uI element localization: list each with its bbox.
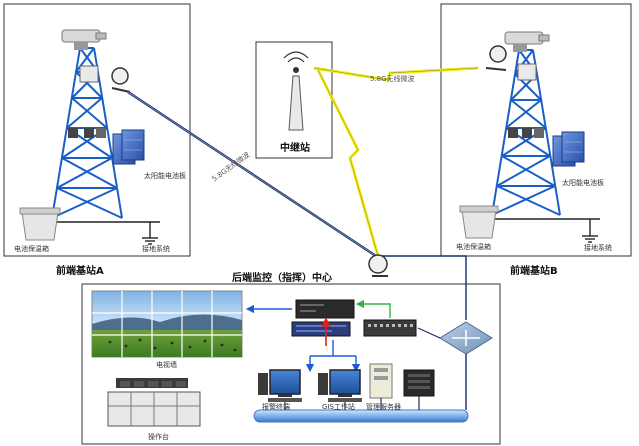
alarm-workstation-icon <box>258 369 302 402</box>
site-a-frame <box>3 3 191 257</box>
relay-title: 中继站 <box>280 143 310 154</box>
video-wall-label: 电视墙 <box>156 361 177 369</box>
battery-a-label: 电池保温箱 <box>14 245 49 253</box>
center-title: 后端监控（指挥）中心 <box>232 273 332 284</box>
center-frame <box>81 283 501 445</box>
site-b-title: 前端基站B <box>510 266 558 277</box>
ground-line-b <box>478 218 600 243</box>
ground-line-a <box>40 221 160 245</box>
ground-a-label: 接地系统 <box>142 245 170 253</box>
solar-b-label: 太阳能电池板 <box>562 179 604 187</box>
battery-box-b-icon <box>459 205 499 239</box>
alarm-ws-label: 报警终端 <box>262 403 290 411</box>
gis-ws-label: GIS工作站 <box>322 403 355 411</box>
storage-device-icon <box>291 321 351 337</box>
tower-b-equipment <box>485 31 550 138</box>
battery-b-label: 电池保温箱 <box>456 243 491 251</box>
mgmt-server-label: 管理服务器 <box>366 403 401 411</box>
tower-b-dish-icon <box>489 45 507 63</box>
network-switch-icon <box>439 321 493 355</box>
lan-bus <box>253 354 469 423</box>
site-b-frame <box>440 3 632 257</box>
console-label: 操作台 <box>148 433 169 441</box>
center-dish-icon <box>368 254 388 277</box>
ground-b-label: 接地系统 <box>584 244 612 252</box>
relay-antenna-icon <box>283 51 309 131</box>
solar-panel-a-icon <box>112 129 145 165</box>
tower-a-dish-icon <box>111 67 129 85</box>
microwave-label-top: 5.8G无线微波 <box>370 75 415 83</box>
decoder-device-icon <box>295 299 355 319</box>
site-a-title: 前端基站A <box>56 266 104 277</box>
battery-box-a-icon <box>19 207 61 241</box>
management-server-icon <box>369 363 435 399</box>
solar-panel-b-icon <box>552 131 585 167</box>
arrow-green <box>355 299 391 318</box>
tower-a-equipment <box>61 29 131 138</box>
cable-center-to-switch <box>380 255 467 320</box>
video-wall <box>91 290 243 358</box>
operator-console-icon <box>107 378 201 427</box>
video-switch-icon <box>363 319 417 337</box>
microwave-link-relay-to-center <box>316 69 380 257</box>
gis-workstation-icon <box>318 369 362 402</box>
solar-a-label: 太阳能电池板 <box>144 172 186 180</box>
